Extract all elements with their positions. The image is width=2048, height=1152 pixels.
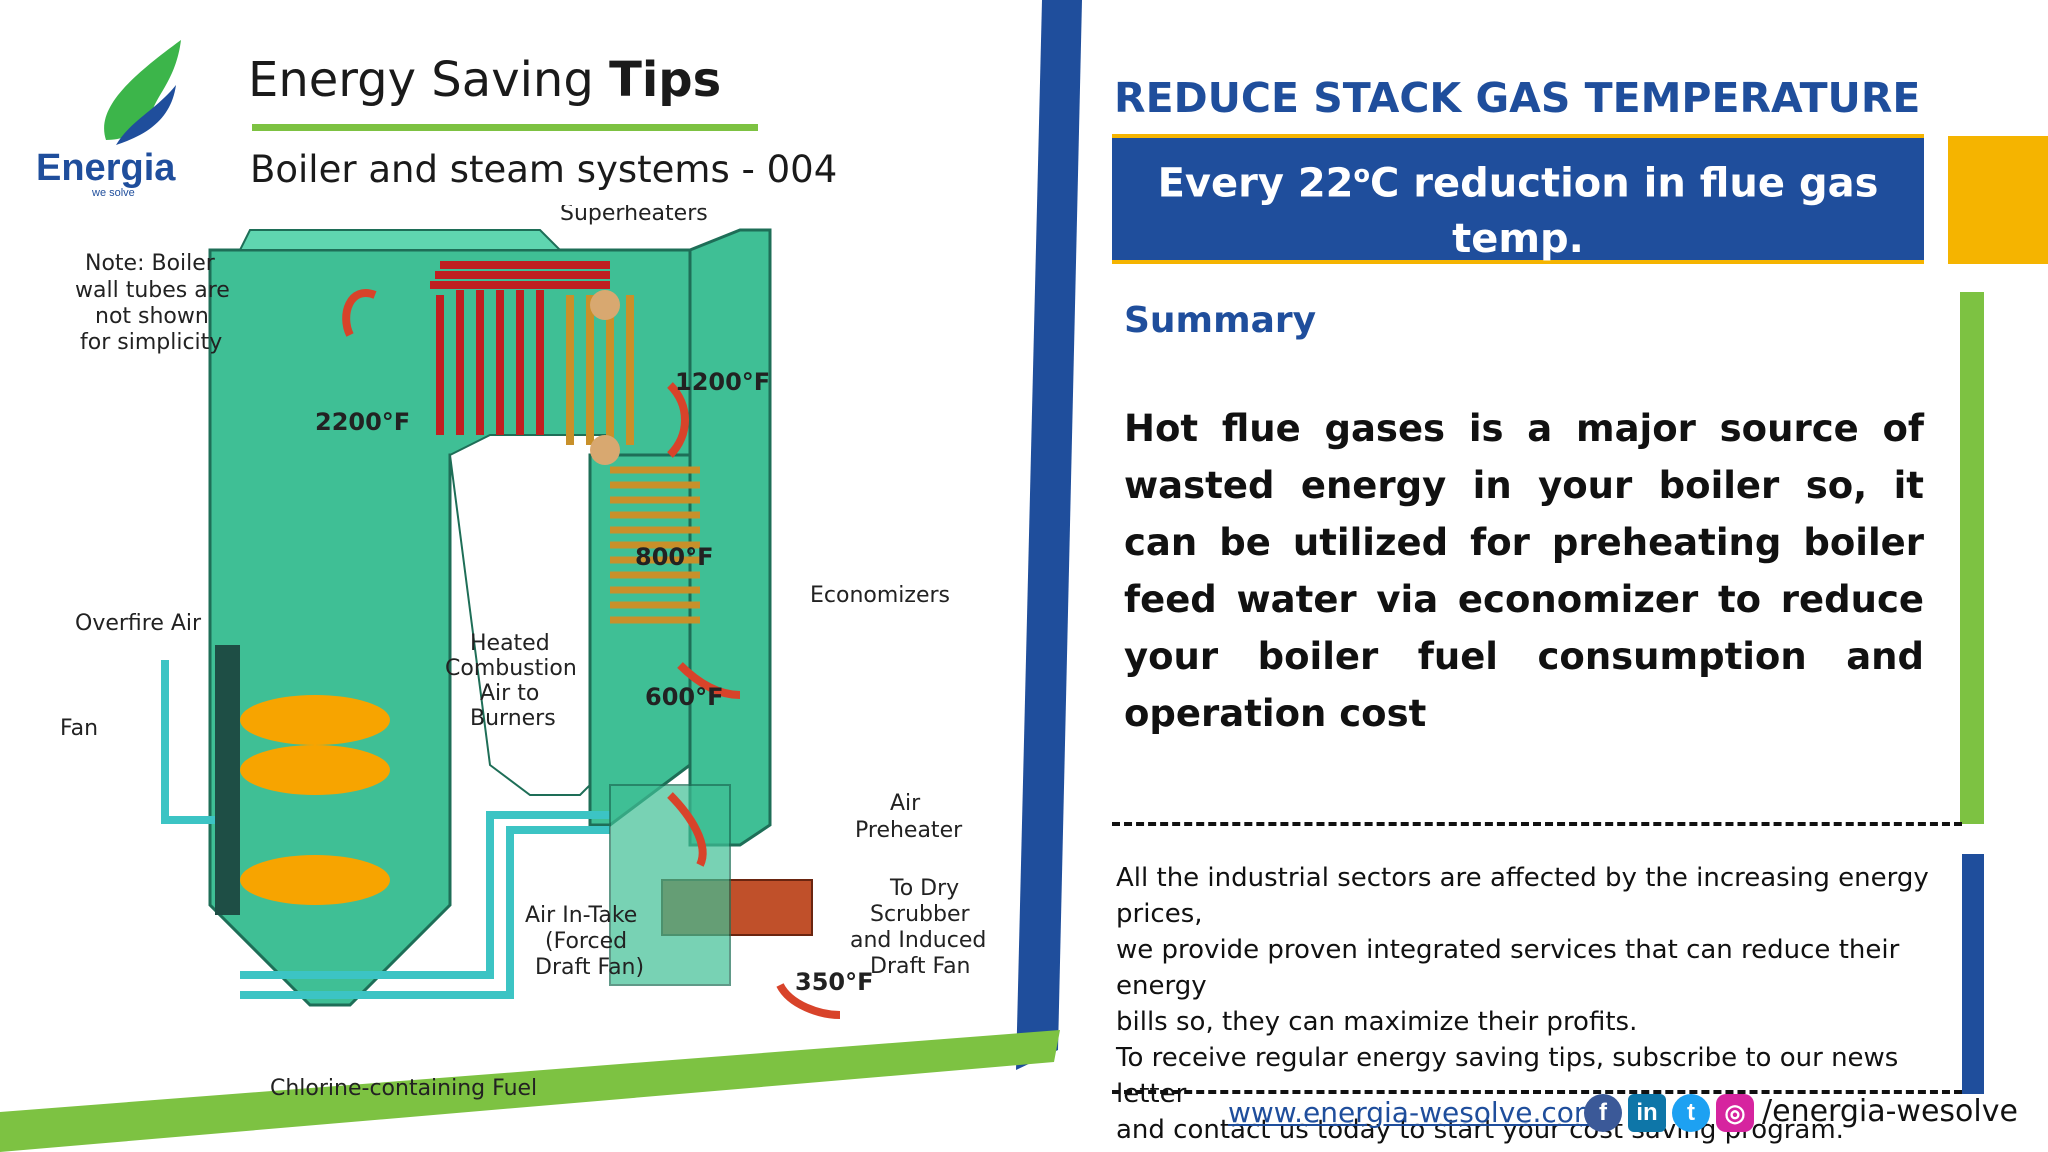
label-heated-2: Combustion [445,656,577,681]
label-overfire-air: Overfire Air [75,611,202,636]
info-line: we provide proven integrated services th… [1116,935,1900,1001]
divider-bottom [1112,1090,1962,1094]
label-2200: 2200°F [315,408,410,436]
banner-degree: o [1353,160,1371,188]
section-heading: REDUCE STACK GAS TEMPERATURE [1114,74,1921,122]
label-intake-3: Draft Fan) [535,955,644,980]
economizer-duct [588,453,692,827]
label-heated-3: Air to [480,681,539,706]
header-top [590,290,620,320]
blue-diagonal-stripe [1016,0,1082,1070]
label-note-2: wall tubes are [75,278,230,303]
green-diagonal-stripe [0,1030,1060,1152]
title-bold: Tips [609,52,722,108]
green-accent-bar [1960,292,1984,824]
air-ducts [161,660,610,999]
label-note-3: not shown [95,304,209,329]
label-scrubber-1: To Dry [889,876,959,901]
superheater-coils [430,261,634,445]
banner-text-a: Every 22 [1157,160,1354,207]
label-scrubber-2: Scrubber [870,902,971,927]
label-600: 600°F [645,683,724,711]
yellow-accent-block [1948,136,2048,264]
title-underline [252,124,758,131]
label-note-4: for simplicity [80,330,222,355]
title-regular: Energy Saving [248,52,610,108]
label-350: 350°F [795,968,874,996]
windbox [215,645,240,915]
label-scrubber-3: and Induced [850,928,986,953]
label-intake-2: (Forced [545,929,627,954]
banner-line-1: Every 22oC reduction in flue gas temp. [1112,146,1924,267]
furnace-top [238,229,563,251]
flow-arrows [342,289,841,1019]
label-fan: Fan [60,716,98,741]
divider-top [1112,822,1962,826]
info-line: All the industrial sectors are affected … [1116,863,1929,929]
website-link[interactable]: www.energia-wesolve.com [1228,1096,1602,1129]
highlight-banner: Every 22oC reduction in flue gas temp. d… [1112,134,1924,318]
label-heated-4: Burners [470,706,556,731]
inner-pass [448,434,611,796]
summary-title: Summary [1124,300,1317,341]
summary-text: Hot flue gases is a major source of wast… [1124,407,1924,735]
label-preheater-2: Preheater [855,818,963,843]
label-preheater-1: Air [890,791,921,816]
banner-line-2: decrease 1% of fuel consumption [1142,272,1894,319]
energia-logo: Energia we solve [36,40,181,199]
boiler-diagram: Superheaters Note: Boiler wall tubes are… [60,205,986,1101]
label-800: 800°F [635,543,714,571]
label-scrubber-4: Draft Fan [870,954,971,979]
logo-tagline: we solve [91,187,135,199]
label-chlorine: Chlorine-containing Fuel [270,1076,537,1101]
header-bottom [590,435,620,465]
logo-text: Energia [36,147,176,189]
social-handle: /energia-wesolve [1762,1094,2018,1129]
logo-leaf-blue [116,85,176,145]
label-superheaters: Superheaters [560,205,708,226]
blue-accent-bar [1962,854,1984,1094]
back-pass [688,228,772,847]
linkedin-icon[interactable]: in [1628,1094,1666,1132]
label-intake-1: Air In-Take [525,903,637,928]
economizer-coils [610,466,700,624]
info-line: bills so, they can maximize their profit… [1116,1007,1638,1037]
twitter-icon[interactable]: t [1672,1094,1710,1132]
social-icons: f in t ◎ [1584,1094,1754,1134]
label-1200: 1200°F [675,368,770,396]
burner-flames [240,695,390,905]
banner-text-b: C reduction in flue gas temp. [1370,160,1879,263]
facebook-icon[interactable]: f [1584,1094,1622,1132]
page-title: Energy Saving Tips [248,52,721,108]
label-heated-1: Heated [470,631,550,656]
instagram-icon[interactable]: ◎ [1716,1094,1754,1132]
info-line: To receive regular energy saving tips, s… [1116,1043,1899,1109]
label-economizers: Economizers [810,583,950,608]
label-note-1: Note: Boiler [85,251,216,276]
page-subtitle: Boiler and steam systems - 004 [250,148,838,191]
logo-leaf-green [104,40,181,140]
